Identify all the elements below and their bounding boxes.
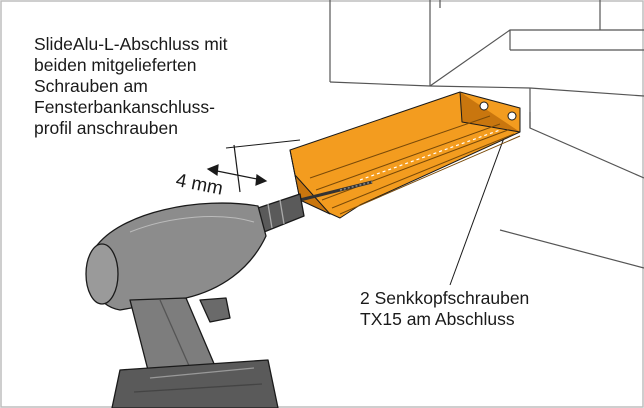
screw-hole <box>507 111 517 121</box>
screws-callout-line-2: TX15 am Abschluss <box>360 309 515 329</box>
dimension-marker <box>206 144 268 193</box>
main-callout-line-3: Schrauben am <box>34 76 148 96</box>
main-callout-line-5: profil anschrauben <box>34 118 178 138</box>
main-leader-line <box>225 139 301 149</box>
screws-callout: 2 Senkkopfschrauben TX15 am Abschluss <box>360 288 529 330</box>
main-callout-line-2: beiden mitgelieferten <box>34 55 197 75</box>
wall-structure <box>329 0 644 269</box>
screws-callout-line-1: 2 Senkkopfschrauben <box>360 288 530 308</box>
main-callout-line-1: SlideAlu-L-Abschluss mit <box>34 34 228 54</box>
main-callout-line-4: Fensterbankanschluss- <box>34 97 215 117</box>
main-instruction-callout: SlideAlu-L-Abschluss mit beiden mitgelie… <box>34 34 228 139</box>
slidealu-end-cap <box>289 91 521 219</box>
drill-icon <box>85 180 373 408</box>
screw-hole <box>479 101 489 111</box>
